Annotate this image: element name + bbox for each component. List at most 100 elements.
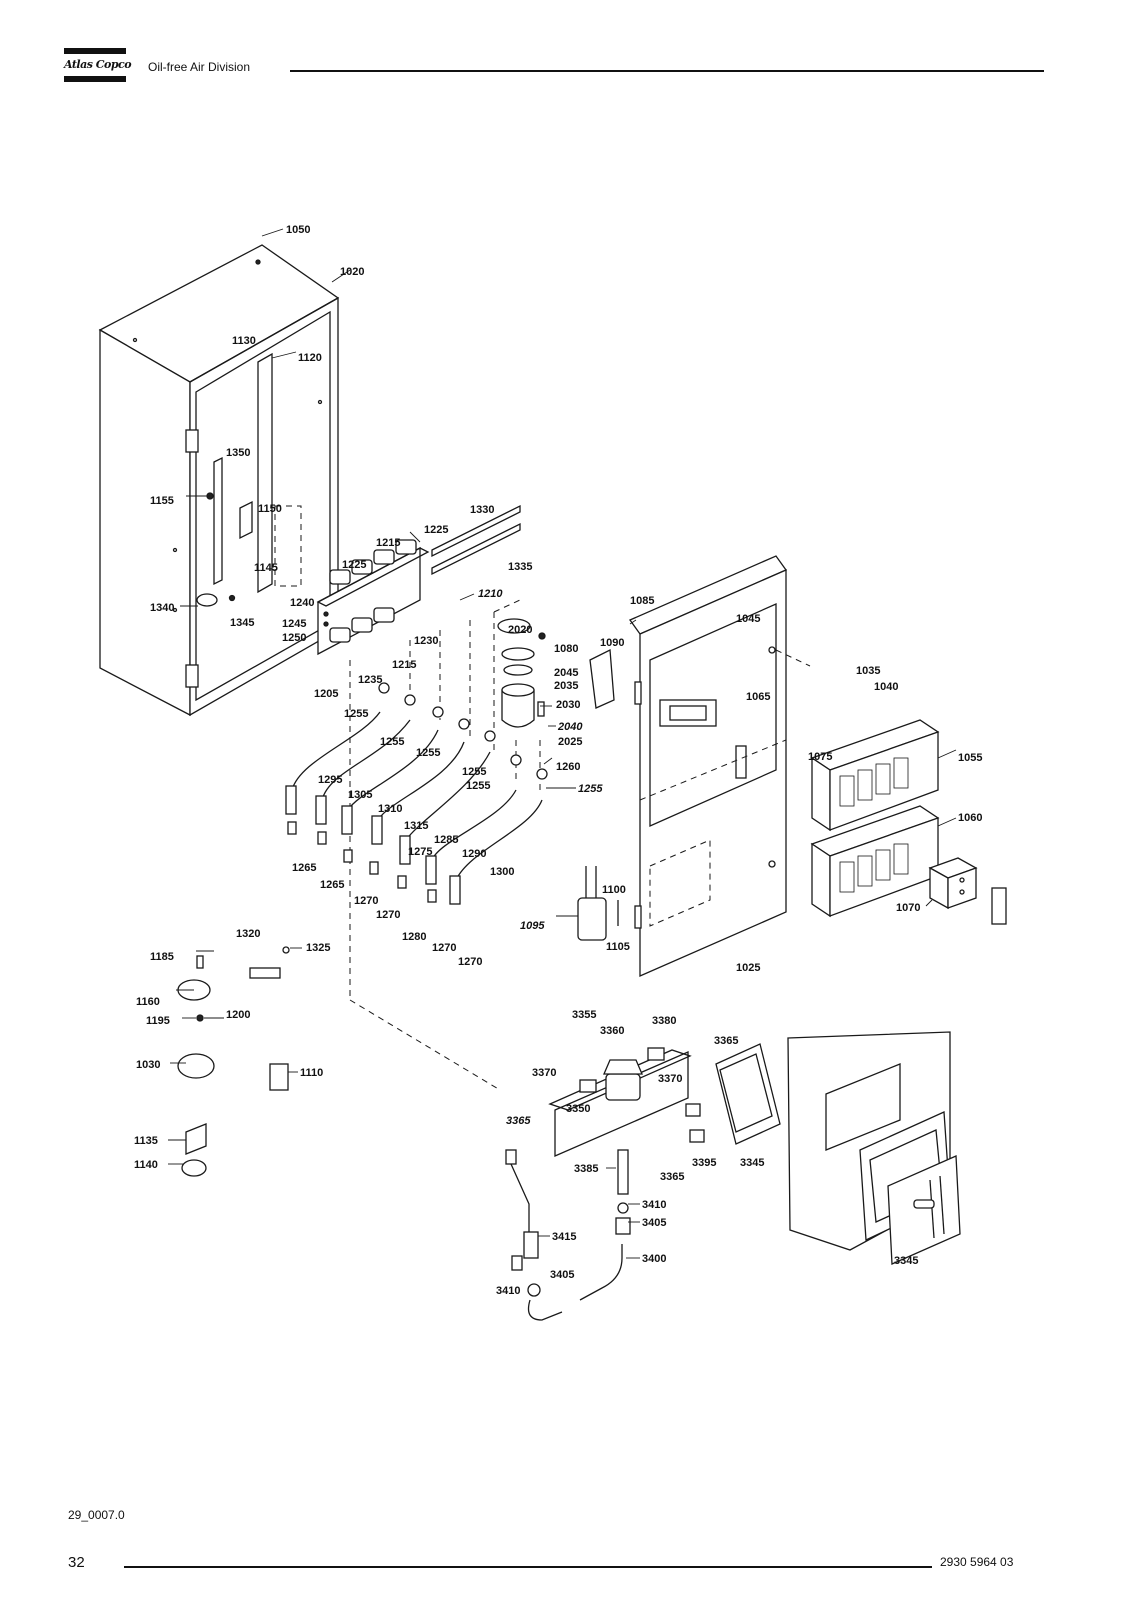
hose-assemblies [285, 682, 548, 905]
callout-1255-b: 1255 [380, 736, 404, 748]
callout-1090: 1090 [600, 637, 624, 649]
callout-1160: 1160 [136, 996, 160, 1008]
callout-3355: 3355 [572, 1009, 596, 1021]
callout-labels: 1050 1020 1130 1120 1350 1155 1150 1145 … [134, 224, 982, 1297]
callout-3395: 3395 [692, 1157, 716, 1169]
callout-1285: 1285 [434, 834, 458, 846]
callout-3350: 3350 [566, 1103, 590, 1115]
callout-1225-top: 1225 [424, 524, 448, 536]
callout-3360: 3360 [600, 1025, 624, 1037]
callout-1120: 1120 [298, 352, 322, 364]
callout-3410-b: 3410 [496, 1285, 520, 1297]
document-number: 2930 5964 03 [940, 1555, 1014, 1569]
callout-1345: 1345 [230, 617, 254, 629]
connector-plate [991, 887, 1007, 925]
callout-2045: 2045 [554, 667, 578, 679]
callout-3400: 3400 [642, 1253, 666, 1265]
callout-3365-b: 3365 [506, 1115, 531, 1127]
callout-3345-b: 3345 [894, 1255, 918, 1267]
bracket-1080 [589, 648, 615, 709]
callout-1290: 1290 [462, 848, 486, 860]
callout-1250: 1250 [282, 632, 306, 644]
callout-1100: 1100 [602, 884, 626, 896]
callout-3370-b: 3370 [658, 1073, 682, 1085]
callout-3415: 3415 [552, 1231, 576, 1243]
callout-1110: 1110 [300, 1067, 323, 1079]
callout-1025: 1025 [736, 962, 760, 974]
callout-1065: 1065 [746, 691, 770, 703]
callout-1035: 1035 [856, 665, 880, 677]
callout-1255-f: 1255 [578, 783, 603, 795]
callout-1340: 1340 [150, 602, 174, 614]
callout-1300: 1300 [490, 866, 514, 878]
callout-1215-bottom: 1215 [392, 659, 416, 671]
callout-1325: 1325 [306, 942, 330, 954]
callout-2035: 2035 [554, 680, 578, 692]
callout-1055: 1055 [958, 752, 982, 764]
din-rails [431, 504, 521, 576]
callout-2025: 2025 [558, 736, 582, 748]
callout-1045: 1045 [736, 613, 760, 625]
callout-1270-a: 1270 [354, 895, 378, 907]
callout-3370-a: 3370 [532, 1067, 556, 1079]
callout-1265-b: 1265 [320, 879, 344, 891]
callout-3405-b: 3405 [550, 1269, 574, 1281]
callout-2030: 2030 [556, 699, 580, 711]
callout-1280: 1280 [402, 931, 426, 943]
callout-2040: 2040 [557, 721, 583, 733]
callout-3345-a: 3345 [740, 1157, 764, 1169]
leader-lines [168, 228, 957, 1259]
module-1070 [928, 857, 978, 910]
callout-2020: 2020 [508, 624, 532, 636]
callout-1085: 1085 [630, 595, 654, 607]
callout-1255-c: 1255 [416, 747, 440, 759]
callout-1070: 1070 [896, 902, 920, 914]
callout-1060: 1060 [958, 812, 982, 824]
callout-1215-top: 1215 [376, 537, 400, 549]
callout-1140: 1140 [134, 1159, 158, 1171]
callout-1350: 1350 [226, 447, 250, 459]
callout-1265-a: 1265 [292, 862, 316, 874]
callout-1260: 1260 [556, 761, 580, 773]
drawing-code: 29_0007.0 [68, 1508, 125, 1522]
callout-1270-c: 1270 [432, 942, 456, 954]
callout-1270-d: 1270 [458, 956, 482, 968]
callout-1080: 1080 [554, 643, 578, 655]
callout-1030: 1030 [136, 1059, 160, 1071]
page-header: Atlas Copco Oil-free Air Division [64, 48, 1044, 88]
callout-1270-b: 1270 [376, 909, 400, 921]
division-name: Oil-free Air Division [148, 60, 251, 74]
callout-1135: 1135 [134, 1135, 158, 1147]
callout-1130: 1130 [232, 335, 256, 347]
relay-1095 [577, 866, 619, 941]
callout-1275: 1275 [408, 846, 432, 858]
callout-1295: 1295 [318, 774, 342, 786]
callout-1255-e: 1255 [466, 780, 490, 792]
drawing-linework [98, 244, 1007, 1321]
callout-1155: 1155 [150, 495, 174, 507]
pressure-regulator-assembly [505, 1031, 961, 1321]
callout-1040: 1040 [874, 681, 898, 693]
callout-1230: 1230 [414, 635, 438, 647]
callout-1240: 1240 [290, 597, 314, 609]
filter-assembly [497, 618, 546, 728]
callout-1195: 1195 [146, 1015, 170, 1027]
callout-1145: 1145 [254, 562, 278, 574]
callout-1075: 1075 [808, 751, 832, 763]
small-parts [177, 946, 290, 1177]
callout-1200: 1200 [226, 1009, 250, 1021]
callout-1235: 1235 [358, 674, 382, 686]
logo-wordmark: Atlas Copco [64, 58, 132, 71]
callout-1095: 1095 [520, 920, 545, 932]
callout-1050: 1050 [286, 224, 310, 236]
callout-3410-a: 3410 [642, 1199, 666, 1211]
callout-1150: 1150 [258, 503, 282, 515]
callout-1105: 1105 [606, 941, 630, 953]
callout-1335: 1335 [508, 561, 532, 573]
callout-1185: 1185 [150, 951, 174, 963]
callout-1255-d: 1255 [462, 766, 486, 778]
cabinet-door [629, 555, 811, 977]
header-rule [290, 70, 1044, 72]
callout-3405-a: 3405 [642, 1217, 666, 1229]
